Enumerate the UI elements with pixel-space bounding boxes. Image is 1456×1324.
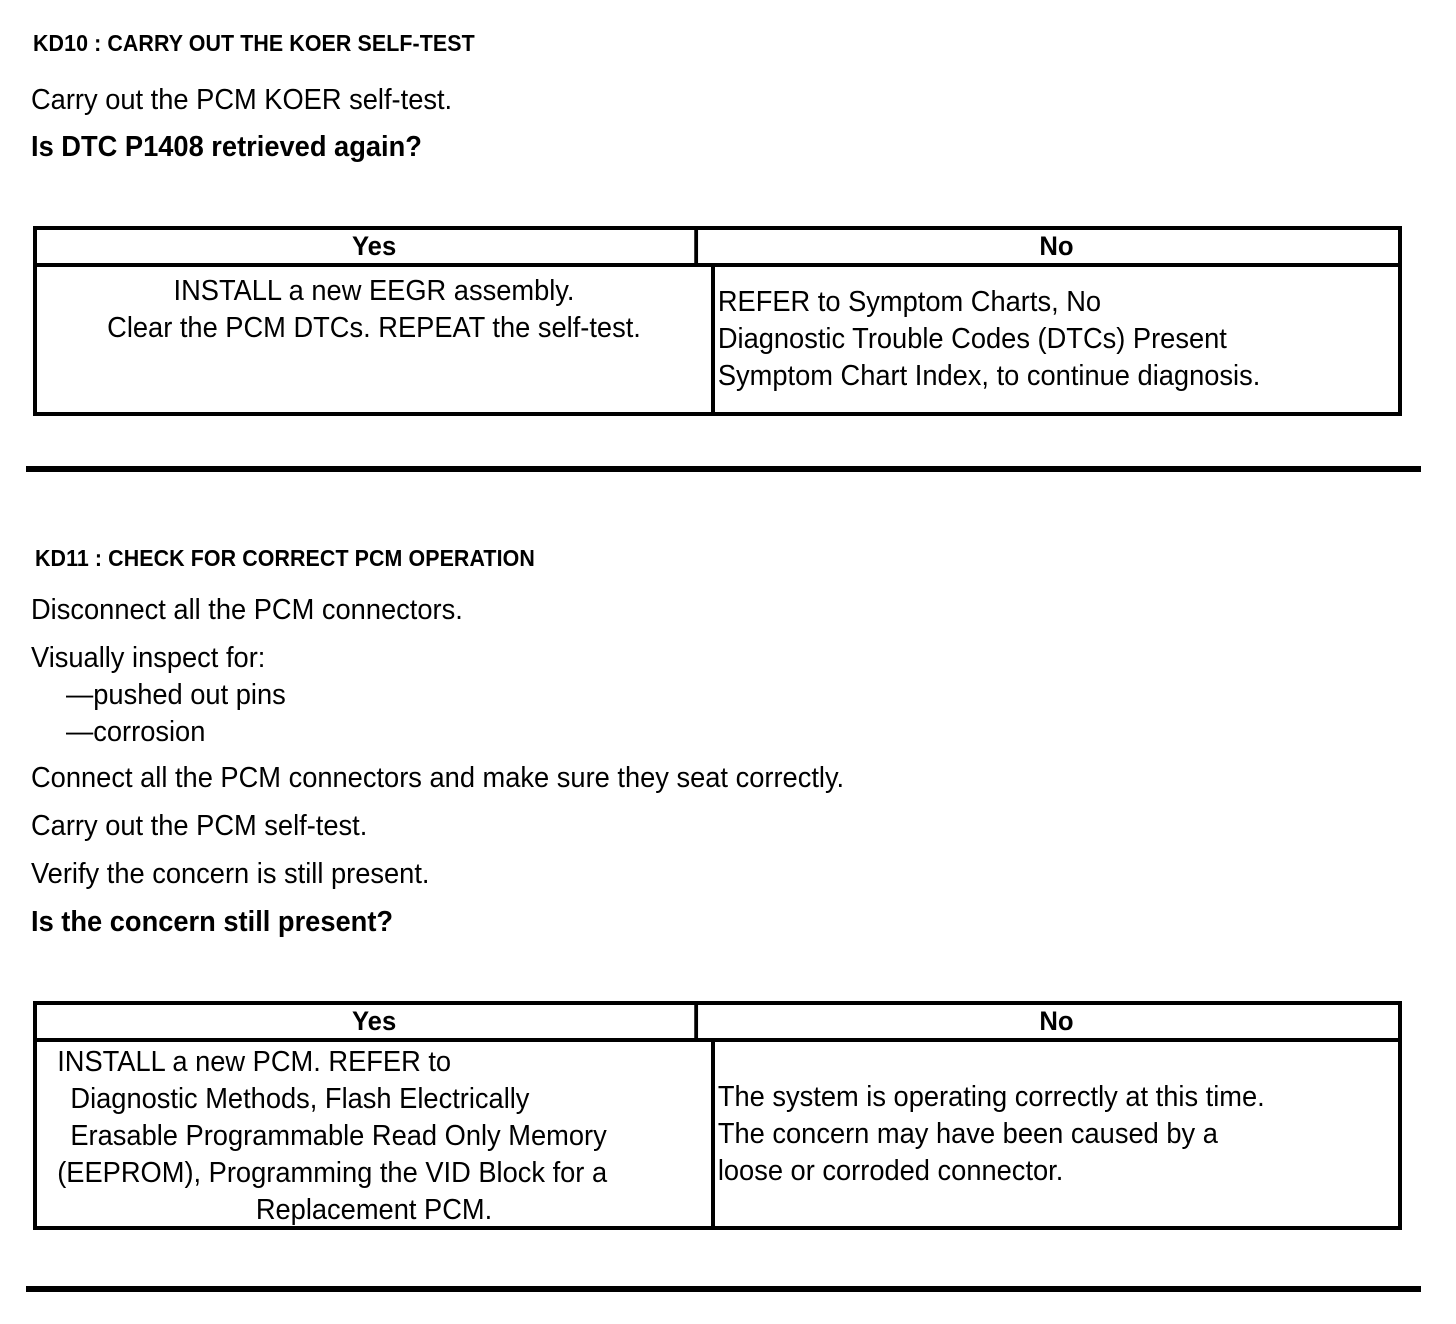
cell-text-line: Clear the PCM DTCs. REPEAT the self-test… [107, 312, 641, 344]
cell-no-action-kd10: REFER to Symptom Charts, No Diagnostic T… [715, 267, 1398, 412]
cell-text-line: Replacement PCM. [255, 1194, 493, 1226]
cell-no-action-kd11: The system is operating correctly at thi… [715, 1042, 1398, 1226]
decision-question-kd10: Is DTC P1408 retrieved again? [31, 131, 422, 163]
instruction-line: Connect all the PCM connectors and make … [31, 762, 845, 794]
instruction-line: Verify the concern is still present. [31, 858, 430, 890]
decision-question-kd11: Is the concern still present? [31, 906, 394, 938]
table-row: INSTALL a new EEGR assembly. Clear the P… [37, 267, 1398, 412]
cell-yes-action-kd10: INSTALL a new EEGR assembly. Clear the P… [37, 267, 715, 412]
cell-text-line: The system is operating correctly at thi… [717, 1080, 1265, 1113]
cell-text-line: Diagnostic Trouble Codes (DTCs) Present [717, 323, 1227, 355]
cell-text-line: The concern may have been caused by a [717, 1117, 1218, 1150]
cell-text-line: INSTALL a new PCM. REFER to [57, 1046, 452, 1078]
cell-text-line: REFER to Symptom Charts, No [717, 286, 1102, 318]
table-header-row: Yes No [37, 1005, 1398, 1042]
column-header-no: No [1039, 231, 1074, 261]
inspect-item-corrosion: —corrosion [66, 716, 206, 748]
cell-text-line: (EEPROM), Programming the VID Block for … [57, 1157, 608, 1189]
step-heading-kd10: KD10 : CARRY OUT THE KOER SELF-TEST [33, 30, 475, 56]
step-heading-kd11: KD11 : CHECK FOR CORRECT PCM OPERATION [35, 545, 535, 571]
table-row: INSTALL a new PCM. REFER to Diagnostic M… [37, 1042, 1398, 1226]
instruction-line: Carry out the PCM KOER self-test. [31, 84, 453, 116]
instruction-line: Visually inspect for: [31, 642, 266, 674]
section-divider-rule-bottom [26, 1286, 1421, 1292]
decision-table-kd11: Yes No INSTALL a new PCM. REFER to Diagn… [33, 1001, 1402, 1230]
decision-table-kd10: Yes No INSTALL a new EEGR assembly. Clea… [33, 226, 1402, 416]
cell-text-line: loose or corroded connector. [717, 1154, 1064, 1187]
instruction-line: Disconnect all the PCM connectors. [31, 594, 463, 626]
cell-text-line: Erasable Programmable Read Only Memory [70, 1120, 607, 1152]
section-divider-rule [26, 466, 1421, 472]
inspect-item-pushed-out-pins: —pushed out pins [66, 679, 286, 711]
cell-text-line: Symptom Chart Index, to continue diagnos… [717, 360, 1261, 392]
column-header-yes: Yes [54, 230, 699, 263]
cell-yes-action-kd11: INSTALL a new PCM. REFER to Diagnostic M… [37, 1042, 715, 1226]
table-header-row: Yes No [37, 230, 1398, 267]
cell-text-line: INSTALL a new EEGR assembly. [173, 275, 575, 307]
column-header-no: No [1039, 1006, 1074, 1036]
column-header-yes: Yes [54, 1005, 699, 1038]
cell-text-line: Diagnostic Methods, Flash Electrically [70, 1083, 530, 1115]
instruction-line: Carry out the PCM self-test. [31, 810, 368, 842]
